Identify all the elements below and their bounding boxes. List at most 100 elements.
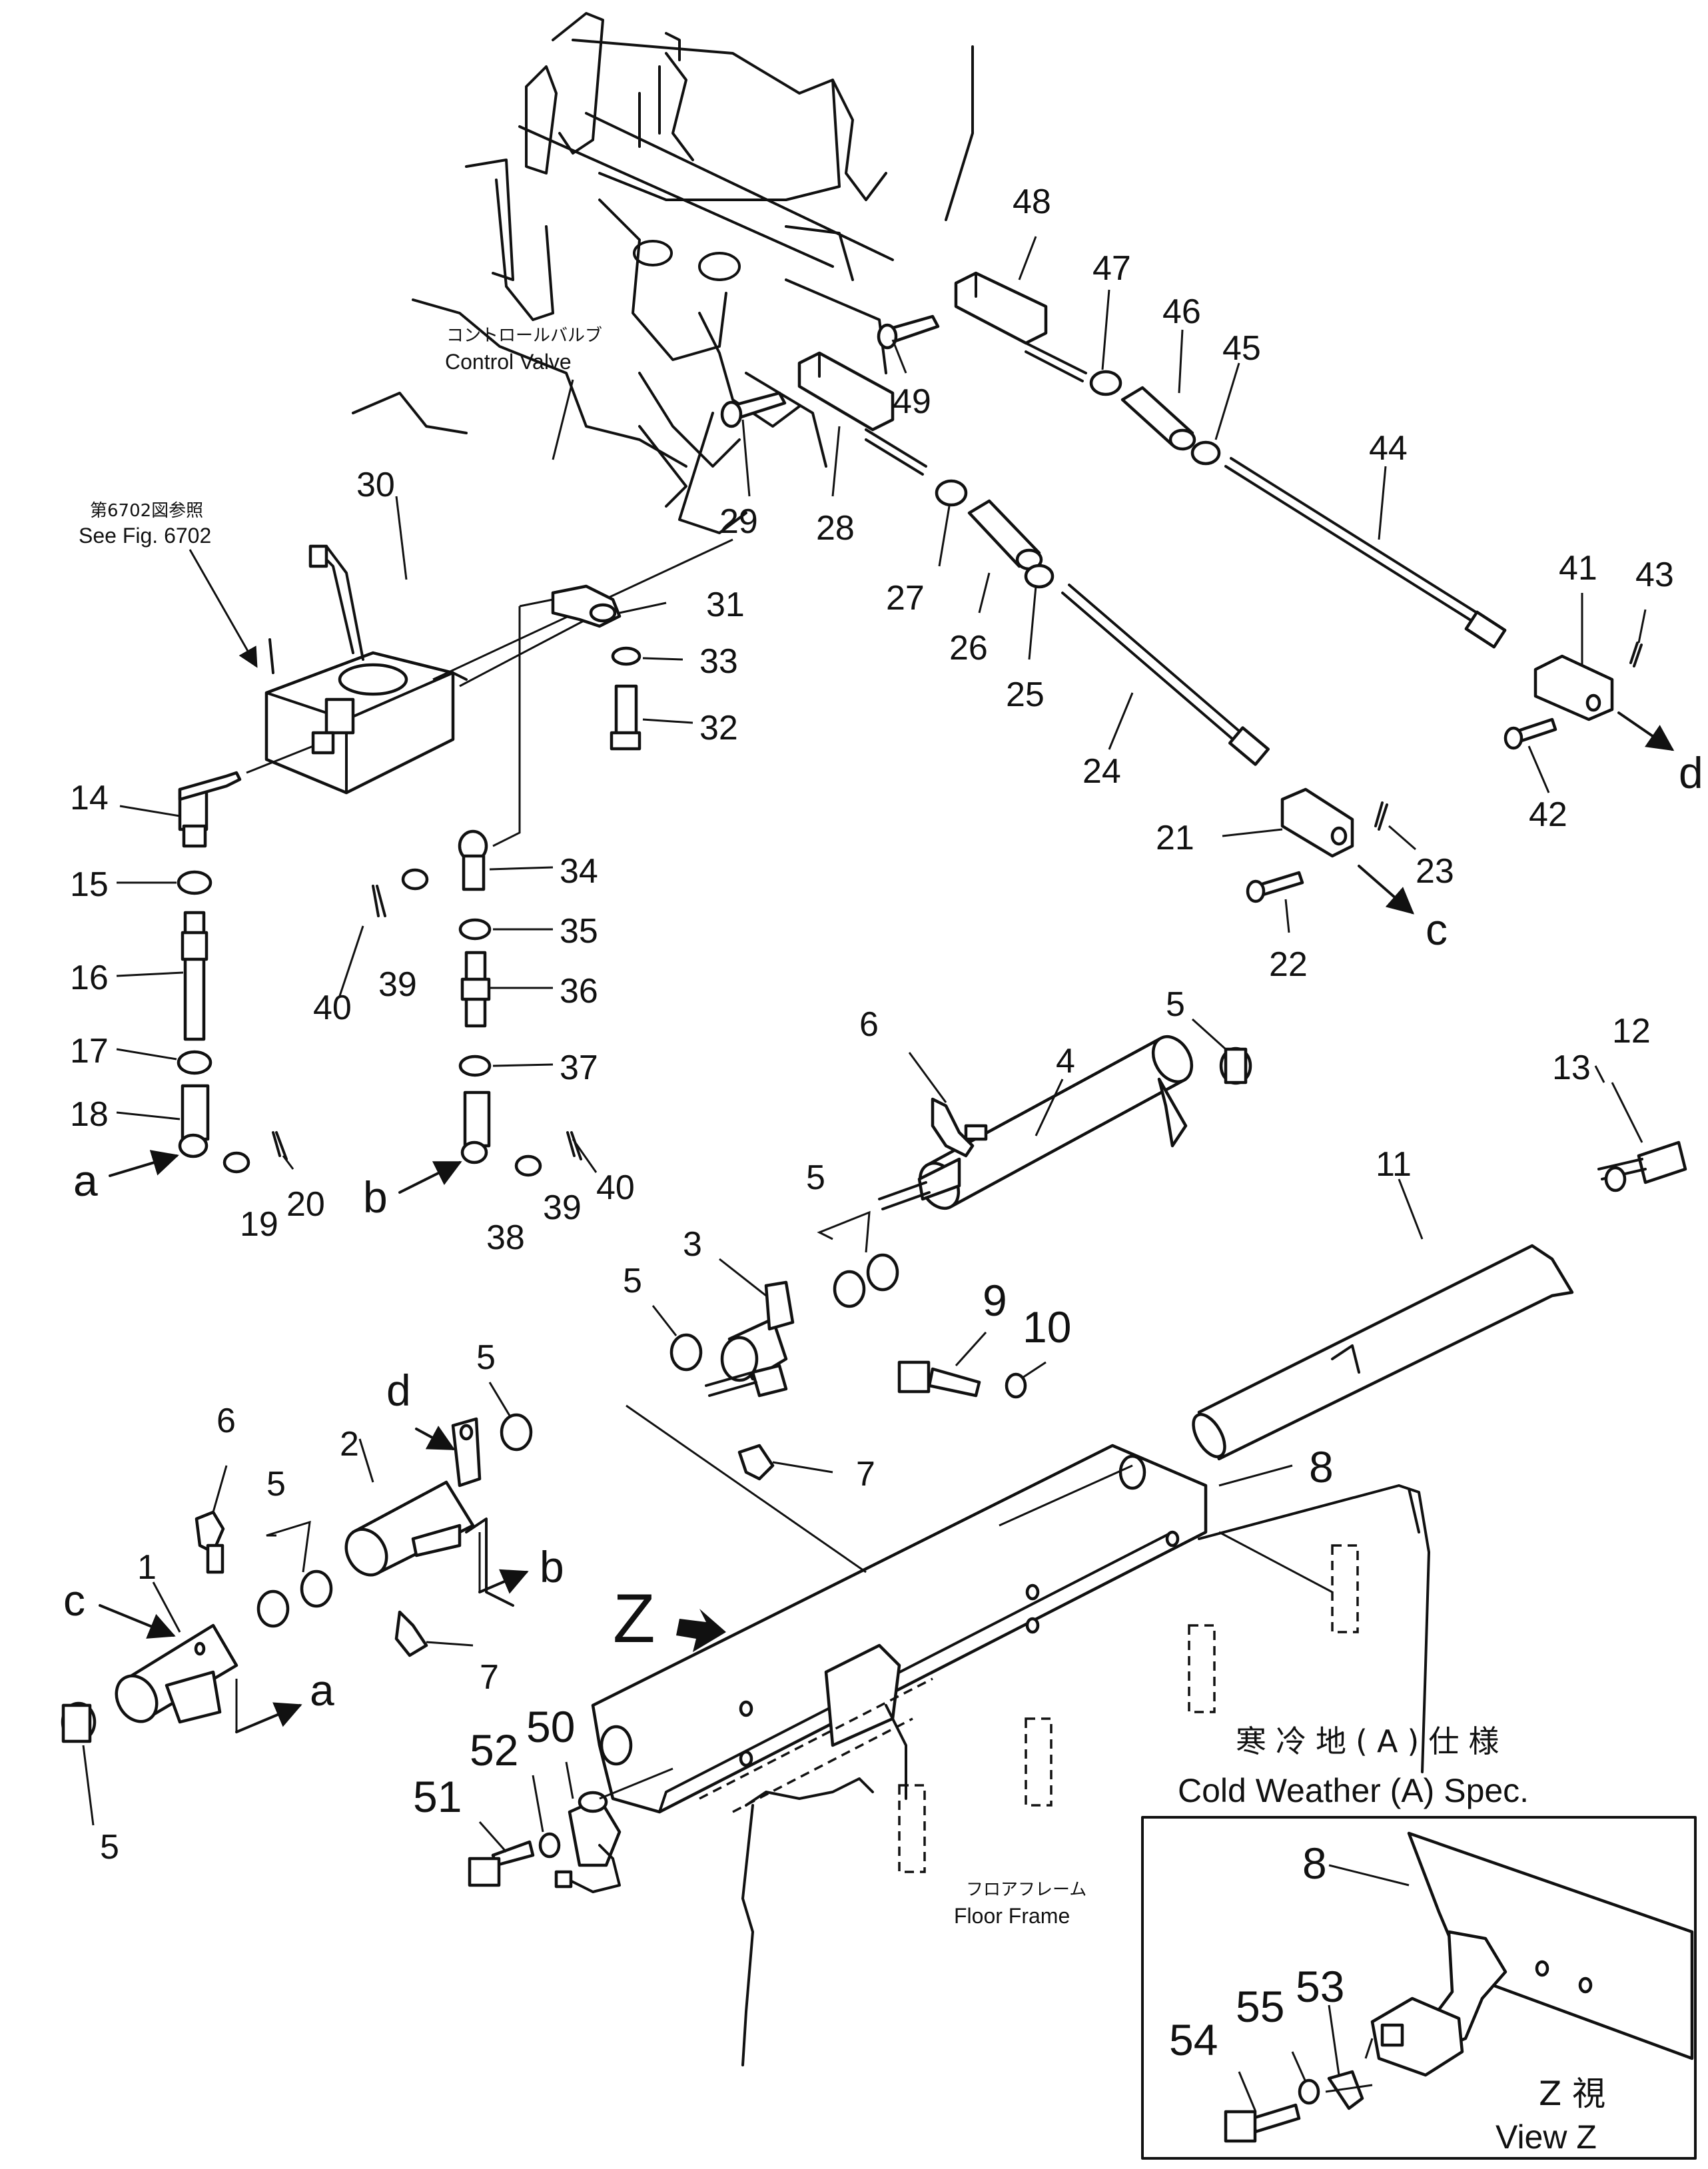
control-valve-drawing — [352, 12, 974, 534]
leader-31 — [459, 618, 587, 687]
ref-letter-a-left: a — [73, 1156, 98, 1205]
callout-39-a: 39 — [378, 965, 417, 1004]
inset-frame — [1141, 1816, 1697, 2160]
callout-2: 2 — [340, 1425, 359, 1464]
arrow-d-mid — [415, 1426, 456, 1450]
callout-25: 25 — [1006, 675, 1045, 714]
callout-21: 21 — [1156, 819, 1194, 857]
see-fig-label-jp: 第6702図参照 — [90, 501, 203, 521]
ref-letter-c-left: c — [63, 1575, 85, 1625]
callout-1: 1 — [137, 1548, 157, 1587]
middle-rod-stack — [372, 584, 641, 1177]
view-z-marker: Z — [613, 1580, 655, 1657]
callout-14: 14 — [70, 779, 109, 817]
callout-6-a: 6 — [859, 1005, 879, 1044]
floor-frame-label-en: Floor Frame — [954, 1904, 1070, 1928]
callout-42: 42 — [1529, 795, 1567, 834]
inset-drawing — [1224, 1831, 1694, 2143]
callout-5-a: 5 — [1166, 985, 1185, 1024]
callout-27: 27 — [886, 579, 925, 618]
callout-33: 33 — [699, 642, 738, 681]
callout-46: 46 — [1162, 292, 1201, 331]
callout-5-d: 5 — [476, 1338, 496, 1377]
see-fig-leader — [189, 549, 258, 668]
switch-assembly — [468, 1767, 673, 1893]
callout-18: 18 — [70, 1095, 109, 1134]
callout-16: 16 — [70, 959, 109, 997]
floor-frame-label-jp: フロアフレーム — [966, 1880, 1086, 1900]
leader-inset-8 — [1328, 1864, 1410, 1887]
callout-35: 35 — [560, 912, 598, 951]
callout-20: 20 — [286, 1185, 325, 1224]
shaft-assembly — [61, 1035, 1252, 1743]
callout-leaders — [82, 236, 1647, 1853]
inset-callout-8: 8 — [1302, 1839, 1327, 1888]
callout-5-b: 5 — [806, 1158, 825, 1197]
view-z-arrow — [676, 1609, 726, 1652]
arrow-c-top — [1358, 865, 1415, 915]
callout-37: 37 — [560, 1049, 598, 1087]
arrow-a-low — [235, 1702, 302, 1733]
callout-28: 28 — [816, 509, 855, 548]
linkage-48-41 — [877, 271, 1643, 750]
leader-inset-53 — [1328, 2004, 1340, 2076]
callout-32: 32 — [699, 709, 738, 747]
callout-36: 36 — [560, 972, 598, 1011]
callout-52: 52 — [470, 1725, 518, 1775]
floor-frame — [741, 1484, 1430, 2066]
callout-5-f: 5 — [100, 1828, 119, 1867]
callout-11: 11 — [1376, 1145, 1412, 1184]
ref-letter-b-mid: b — [540, 1542, 564, 1591]
inset-view-en: View Z — [1495, 2118, 1597, 2156]
callout-24: 24 — [1082, 752, 1121, 791]
arrow-c-left — [99, 1604, 176, 1639]
callout-7-b: 7 — [480, 1658, 499, 1697]
leader-14 — [246, 745, 314, 774]
leader-inset-55 — [1291, 2051, 1307, 2082]
callout-10: 10 — [1023, 1302, 1071, 1352]
callout-5-c: 5 — [623, 1262, 642, 1300]
callout-39-b: 39 — [543, 1188, 582, 1227]
callout-48: 48 — [1013, 183, 1051, 221]
callout-40-b: 40 — [596, 1168, 635, 1207]
callout-49: 49 — [893, 382, 931, 421]
callout-38: 38 — [486, 1218, 525, 1257]
callout-43: 43 — [1635, 556, 1674, 594]
callout-23: 23 — [1416, 852, 1454, 891]
inset-title-en: Cold Weather (A) Spec. — [1178, 1772, 1529, 1809]
callout-15: 15 — [70, 865, 109, 904]
ref-letter-b-left: b — [363, 1172, 388, 1222]
arrow-a-left — [109, 1150, 179, 1177]
callout-41: 41 — [1559, 549, 1597, 588]
callout-12: 12 — [1612, 1012, 1651, 1051]
arrow-b-mid — [478, 1569, 529, 1594]
leader-inset-54 — [1238, 2071, 1257, 2112]
callout-30: 30 — [356, 466, 395, 504]
callout-34: 34 — [560, 852, 598, 891]
callout-13: 13 — [1552, 1049, 1591, 1087]
control-valve-leader — [552, 379, 574, 460]
inset-callout-55: 55 — [1236, 1982, 1284, 2031]
arrow-d-top — [1617, 711, 1675, 751]
control-valve-label-en: Control Valve — [445, 350, 572, 374]
linkage-28-21 — [720, 351, 1388, 903]
callout-9: 9 — [983, 1276, 1007, 1325]
inset-view-jp: Z 視 — [1539, 2074, 1605, 2113]
callout-8: 8 — [1309, 1442, 1334, 1492]
ref-letter-a-low: a — [310, 1665, 334, 1715]
ref-letter-c-top: c — [1426, 905, 1448, 954]
callout-3: 3 — [683, 1225, 702, 1264]
see-fig-label-en: See Fig. 6702 — [79, 524, 211, 548]
callout-4: 4 — [1056, 1042, 1075, 1081]
callout-45: 45 — [1222, 329, 1261, 368]
left-rod-stack — [177, 771, 288, 1174]
ref-letter-d-mid: d — [386, 1366, 411, 1415]
callout-6-b: 6 — [216, 1402, 236, 1440]
lever-box-assembly — [264, 544, 468, 795]
callout-5-e: 5 — [266, 1465, 286, 1504]
callout-19: 19 — [240, 1205, 278, 1244]
callout-7-a: 7 — [856, 1455, 875, 1494]
control-valve-label-jp: コントロールバルブ — [446, 326, 602, 346]
callout-44: 44 — [1369, 429, 1408, 468]
